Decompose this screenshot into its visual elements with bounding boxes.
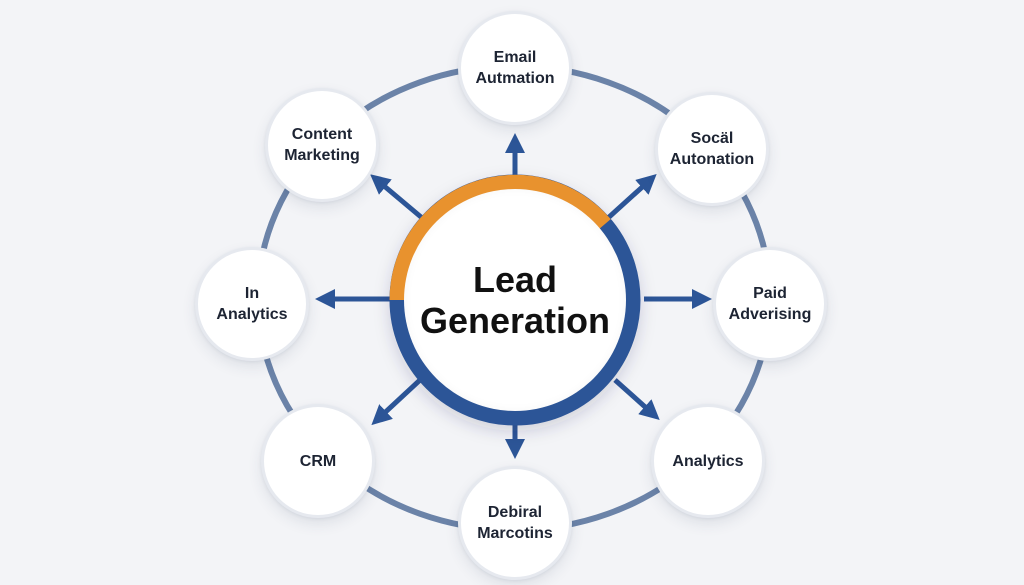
node-label: CRM (299, 452, 337, 470)
node-label: Paid Adverising (728, 285, 812, 323)
arrow-analytics (613, 378, 660, 421)
hub-lead-generation: Lead Generation (404, 189, 626, 411)
node-label: Socäl Autonation (669, 130, 755, 168)
spoke-arrows (315, 133, 712, 459)
arrow-content (370, 174, 423, 219)
node-label: Email Autmation (475, 49, 555, 87)
node-label: Debiral Marcotins (477, 504, 553, 542)
node-label: In Analytics (216, 285, 288, 323)
hub-label: Lead Generation (419, 259, 611, 341)
arrow-social (606, 173, 657, 220)
node-social-automation: Socäl Autonation (655, 92, 769, 206)
node-debiral-marcotins: Debiral Marcotins (458, 466, 572, 580)
hub-ring-orange (389, 174, 611, 301)
node-content-marketing: Content Marketing (265, 88, 379, 202)
node-paid-advertising: Paid Adverising (713, 247, 827, 361)
node-crm: CRM (261, 404, 375, 518)
node-in-analytics: In Analytics (195, 247, 309, 361)
node-analytics: Analytics (651, 404, 765, 518)
node-email-automation: Email Autmation (458, 11, 572, 125)
arrow-crm (371, 378, 422, 426)
node-label: Analytics (672, 452, 744, 470)
node-label: Content Marketing (284, 126, 360, 164)
